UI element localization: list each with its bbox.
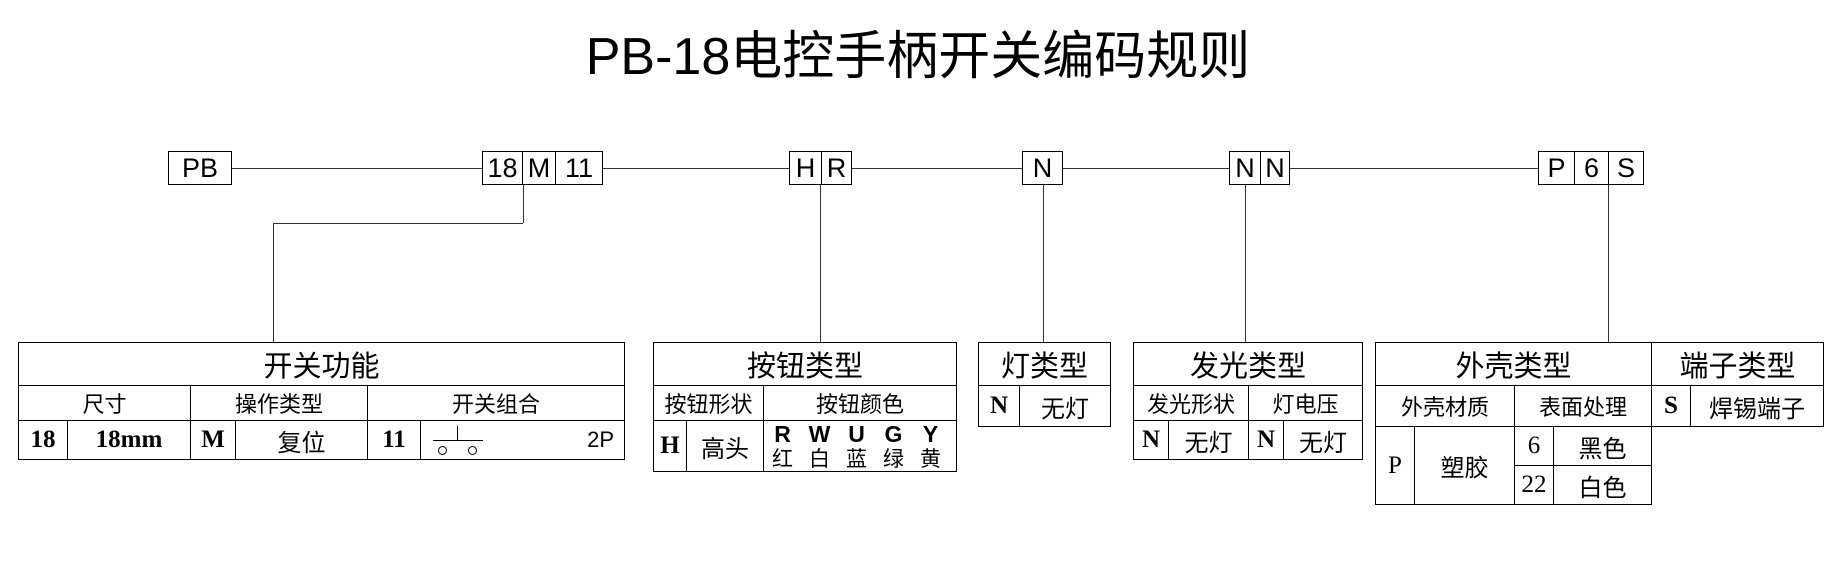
housing-col-finish: 表面处理: [1514, 385, 1652, 427]
drop-line-housing-type: [1608, 185, 1609, 342]
housing-finish-code-6: 6: [1514, 426, 1554, 466]
code-segment-housing-terminal: P 6 S: [1538, 151, 1644, 185]
button-color-grid: R W U G Y 红 白 蓝 绿 黄: [764, 421, 956, 471]
luminous-type-col-shape: 发光形状: [1133, 385, 1249, 421]
button-color-name-white: 白: [809, 447, 830, 471]
housing-filler-2: [1652, 466, 1824, 505]
luminous-type-voltage-desc: 无灯: [1283, 420, 1363, 460]
switch-function-col-operation: 操作类型: [190, 385, 368, 421]
table-luminous-type: 发光类型 发光形状 灯电压 N 无灯 N 无灯: [1133, 342, 1363, 460]
button-color-code-g: G: [884, 421, 903, 447]
button-color-code-y: Y: [922, 421, 939, 447]
page-title: PB-18电控手柄开关编码规则: [585, 28, 1251, 86]
drop-line-switch-function: [523, 185, 524, 223]
code-segment-luminous-type: N N: [1229, 151, 1290, 185]
drop-line-button-type: [820, 185, 821, 342]
button-type-shape-code: H: [653, 420, 687, 472]
table-button-type: 按钮类型 按钮形状 按钮颜色 H 高头 R W U G Y 红: [653, 342, 957, 472]
terminal-type-code: S: [1651, 385, 1691, 427]
code-cell-s[interactable]: S: [1608, 151, 1644, 185]
switch-function-title: 开关功能: [18, 342, 625, 386]
switch-function-combination-code: 11: [367, 420, 421, 460]
housing-material-code: P: [1375, 426, 1415, 505]
housing-finish-code-22: 22: [1514, 465, 1554, 505]
connector-line-4: [1063, 168, 1229, 169]
button-type-col-shape: 按钮形状: [653, 385, 764, 421]
housing-finish-name-white: 白色: [1553, 465, 1652, 505]
connector-line-5: [1290, 168, 1538, 169]
housing-col-material: 外壳材质: [1375, 385, 1515, 427]
button-color-names: 红 白 蓝 绿 黄: [764, 447, 956, 471]
code-segment-switch-function: 18 M 11: [482, 151, 603, 185]
terminal-type-desc: 焊锡端子: [1690, 385, 1824, 427]
code-cell-11[interactable]: 11: [555, 151, 603, 185]
connector-line-2: [603, 168, 789, 169]
code-segment-button-type: H R: [789, 151, 852, 185]
code-cell-p[interactable]: P: [1538, 151, 1574, 185]
button-color-codes: R W U G Y: [764, 421, 956, 447]
button-type-colors-cell: R W U G Y 红 白 蓝 绿 黄: [763, 420, 957, 472]
button-color-code-w: W: [808, 421, 831, 447]
code-cell-m[interactable]: M: [522, 151, 555, 185]
lamp-type-desc: 无灯: [1019, 385, 1111, 427]
terminal-type-title: 端子类型: [1651, 342, 1824, 386]
button-color-name-blue: 蓝: [846, 447, 867, 471]
table-housing-terminal: 外壳类型 端子类型 外壳材质 表面处理 S 焊锡端子 P 塑胶 6 黑色 22 …: [1375, 342, 1824, 505]
housing-filler-1: [1652, 427, 1824, 466]
switch-function-operation-desc: 复位: [235, 420, 368, 460]
switch-function-size-desc: 18mm: [67, 420, 191, 460]
switch-contact-symbol-icon: [427, 425, 489, 455]
code-cell-r[interactable]: R: [821, 151, 852, 185]
lamp-type-code: N: [978, 385, 1020, 427]
switch-function-combination-symbol-cell: 2P: [420, 420, 625, 460]
switch-function-combination-desc: 2P: [587, 427, 614, 452]
lamp-type-title: 灯类型: [978, 342, 1111, 386]
switch-function-size-code: 18: [18, 420, 68, 460]
button-type-title: 按钮类型: [653, 342, 957, 386]
luminous-type-title: 发光类型: [1133, 342, 1363, 386]
button-type-shape-desc: 高头: [686, 420, 764, 472]
housing-finish-name-black: 黑色: [1553, 426, 1652, 466]
table-switch-function: 开关功能 尺寸 操作类型 开关组合 18 18mm M 复位 11 2P: [18, 342, 625, 460]
drop-line-switch-function-b: [273, 223, 274, 342]
code-cell-pb[interactable]: PB: [168, 151, 232, 185]
luminous-type-shape-desc: 无灯: [1168, 420, 1249, 460]
bracket-switch-function: [273, 223, 523, 224]
code-cell-lum-n2[interactable]: N: [1260, 151, 1290, 185]
button-color-name-red: 红: [772, 447, 793, 471]
button-color-name-yellow: 黄: [920, 447, 941, 471]
housing-type-title: 外壳类型: [1375, 342, 1652, 386]
code-cell-h[interactable]: H: [789, 151, 821, 185]
switch-function-col-combination: 开关组合: [367, 385, 625, 421]
button-color-name-green: 绿: [883, 447, 904, 471]
connector-line-1: [232, 168, 482, 169]
housing-material-desc: 塑胶: [1414, 426, 1515, 505]
drop-line-luminous-type: [1245, 185, 1246, 342]
code-cell-lum-n1[interactable]: N: [1229, 151, 1260, 185]
code-cell-lamp-n[interactable]: N: [1022, 151, 1063, 185]
switch-function-operation-code: M: [190, 420, 236, 460]
code-segment-prefix: PB: [168, 151, 232, 185]
luminous-type-voltage-code: N: [1248, 420, 1284, 460]
button-color-code-u: U: [848, 421, 865, 447]
code-segment-lamp-type: N: [1022, 151, 1063, 185]
table-lamp-type: 灯类型 N 无灯: [978, 342, 1111, 427]
luminous-type-col-voltage: 灯电压: [1248, 385, 1363, 421]
button-color-code-r: R: [774, 421, 791, 447]
code-cell-6[interactable]: 6: [1574, 151, 1608, 185]
switch-function-col-size: 尺寸: [18, 385, 191, 421]
connector-line-3: [852, 168, 1022, 169]
code-cell-18[interactable]: 18: [482, 151, 522, 185]
drop-line-lamp-type: [1043, 185, 1044, 342]
luminous-type-shape-code: N: [1133, 420, 1169, 460]
button-type-col-color: 按钮颜色: [763, 385, 957, 421]
